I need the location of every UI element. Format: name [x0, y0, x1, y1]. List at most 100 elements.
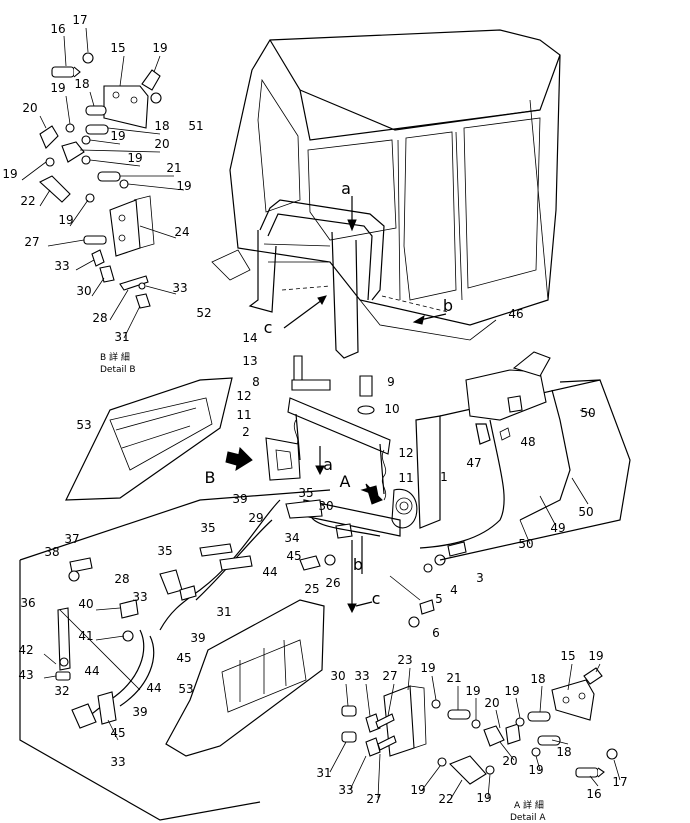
- callout-c11a: 11: [236, 408, 251, 422]
- callout-c5: 5: [435, 592, 443, 606]
- side-panels-and-floor: [19, 377, 331, 821]
- callout-c21a: 21: [166, 161, 181, 175]
- callout-c19j: 19: [504, 684, 519, 698]
- callout-c22b: 22: [438, 792, 453, 806]
- callout-c49: 49: [550, 521, 565, 535]
- callout-c3: 3: [476, 571, 484, 585]
- callout-c23: 23: [397, 653, 412, 667]
- callout-c19h: 19: [420, 661, 435, 675]
- callout-c11b: 11: [398, 471, 413, 485]
- callout-c31c: 31: [316, 766, 331, 780]
- view-letter-la1: a: [341, 179, 351, 198]
- callout-c17a: 17: [72, 13, 87, 27]
- callout-c4: 4: [450, 583, 458, 597]
- callout-c36: 36: [20, 596, 35, 610]
- control-valve-assembly: [71, 355, 467, 741]
- callout-c13: 13: [242, 354, 257, 368]
- callout-c24: 24: [174, 225, 189, 239]
- view-letter-lb1: b: [443, 296, 453, 315]
- callout-c46: 46: [508, 307, 523, 321]
- callout-c17b: 17: [612, 775, 627, 789]
- tank-and-piping: [415, 351, 631, 561]
- callout-c44c: 44: [84, 664, 99, 678]
- callout-c53b: 53: [178, 682, 193, 696]
- callout-c19g: 19: [58, 213, 73, 227]
- operator-cab: [211, 29, 561, 359]
- callout-c29: 29: [248, 511, 263, 525]
- callout-c15b: 15: [560, 649, 575, 663]
- callout-c20a: 20: [22, 101, 37, 115]
- callout-c18b: 18: [154, 119, 169, 133]
- callout-c19m: 19: [410, 783, 425, 797]
- view-letter-lB: B: [205, 468, 216, 487]
- callout-c45a: 45: [286, 549, 301, 563]
- callout-c33b: 33: [172, 281, 187, 295]
- callout-c30c: 30: [330, 669, 345, 683]
- callout-c19k: 19: [588, 649, 603, 663]
- callout-c51: 51: [188, 119, 203, 133]
- callout-c33c: 33: [132, 590, 147, 604]
- callout-c27b: 27: [382, 669, 397, 683]
- callout-c19d: 19: [127, 151, 142, 165]
- view-letter-lc2: c: [372, 589, 381, 608]
- callout-c30b: 30: [318, 499, 333, 513]
- view-letter-lA: A: [340, 472, 351, 491]
- callout-c19c: 19: [110, 129, 125, 143]
- callout-c45c: 45: [110, 726, 125, 740]
- callout-c39a: 39: [232, 492, 247, 506]
- callout-c31a: 31: [114, 330, 129, 344]
- callout-c50a: 50: [580, 406, 595, 420]
- callout-c26: 26: [325, 576, 340, 590]
- callout-c31b: 31: [216, 605, 231, 619]
- callout-c28b: 28: [114, 572, 129, 586]
- callout-c19e: 19: [2, 167, 17, 181]
- callout-c27c: 27: [366, 792, 381, 806]
- view-letter-lb2: b: [353, 555, 363, 574]
- callout-c20c: 20: [484, 696, 499, 710]
- callout-c25: 25: [304, 582, 319, 596]
- callout-c33d: 33: [110, 755, 125, 769]
- callout-c16b: 16: [586, 787, 601, 801]
- callout-c33f: 33: [338, 783, 353, 797]
- callout-c33a: 33: [54, 259, 69, 273]
- callout-c41: 41: [78, 629, 93, 643]
- callout-c33e: 33: [354, 669, 369, 683]
- callout-c53a: 53: [76, 418, 91, 432]
- callout-c45b: 45: [176, 651, 191, 665]
- callout-c18a: 18: [74, 77, 89, 91]
- callout-c14: 14: [242, 331, 257, 345]
- view-arrows-cab: [283, 196, 447, 329]
- callout-c30a: 30: [76, 284, 91, 298]
- callout-c39b: 39: [190, 631, 205, 645]
- callout-c8: 8: [252, 375, 260, 389]
- callout-c44b: 44: [146, 681, 161, 695]
- callout-c19n: 19: [476, 791, 491, 805]
- callout-c21b: 21: [446, 671, 461, 685]
- callout-c35a: 35: [298, 486, 313, 500]
- callout-c6: 6: [432, 626, 440, 640]
- callout-c10: 10: [384, 402, 399, 416]
- callout-c28a: 28: [92, 311, 107, 325]
- view-letter-lc1: c: [264, 318, 273, 337]
- callout-c44a: 44: [262, 565, 277, 579]
- callout-c34: 34: [284, 531, 299, 545]
- callout-c19a: 19: [152, 41, 167, 55]
- callout-c19b: 19: [50, 81, 65, 95]
- callout-c18d: 18: [556, 745, 571, 759]
- callout-c2: 2: [242, 425, 250, 439]
- detail-a-caption-en: Detail A: [510, 813, 546, 823]
- view-letter-la2: a: [323, 455, 333, 474]
- callout-c50b: 50: [578, 505, 593, 519]
- callout-c19i: 19: [465, 684, 480, 698]
- detail-b-parts: [21, 27, 185, 339]
- callout-c27a: 27: [24, 235, 39, 249]
- callout-c43: 43: [18, 668, 33, 682]
- callout-c52: 52: [196, 306, 211, 320]
- callout-c20d: 20: [502, 754, 517, 768]
- callout-c15a: 15: [110, 41, 125, 55]
- callout-c50c: 50: [518, 537, 533, 551]
- callout-c22a: 22: [20, 194, 35, 208]
- callout-c35c: 35: [157, 544, 172, 558]
- callout-c19f: 19: [176, 179, 191, 193]
